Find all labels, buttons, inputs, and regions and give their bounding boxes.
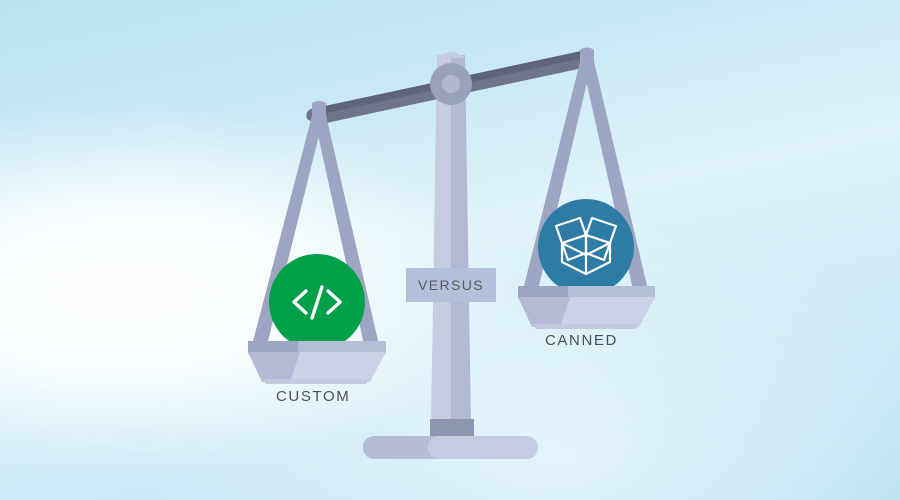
right-pan-bowl-light: [560, 297, 655, 327]
left-string-outer: [252, 111, 325, 349]
open-box-icon: [554, 216, 618, 276]
custom-label: CUSTOM: [276, 388, 351, 405]
post-left-face: [431, 55, 451, 424]
canned-label: CANNED: [545, 332, 618, 349]
left-string-knot: [312, 101, 326, 115]
left-pan-bowl-light: [290, 352, 386, 382]
code-icon: [292, 285, 342, 320]
scale-base: [363, 419, 538, 459]
versus-badge: VERSUS: [406, 268, 496, 302]
versus-label: VERSUS: [418, 277, 484, 293]
left-pan-rim-dark: [248, 341, 298, 354]
right-string-knot: [580, 47, 594, 62]
right-pan-rim-dark: [518, 286, 568, 299]
right-pan-foot: [532, 324, 639, 329]
post-top-cap: [437, 52, 465, 58]
pivot-inner-hub: [442, 75, 460, 93]
left-pan-foot: [262, 379, 370, 384]
pivot: [430, 63, 472, 105]
right-disc-group: [538, 199, 634, 295]
post-right-face: [451, 55, 471, 424]
left-pan: [248, 341, 386, 384]
right-pan: [518, 286, 655, 329]
base-plate-light: [428, 436, 538, 459]
base-collar: [430, 419, 474, 438]
center-post: [431, 52, 471, 424]
left-disc-group: [269, 254, 365, 350]
